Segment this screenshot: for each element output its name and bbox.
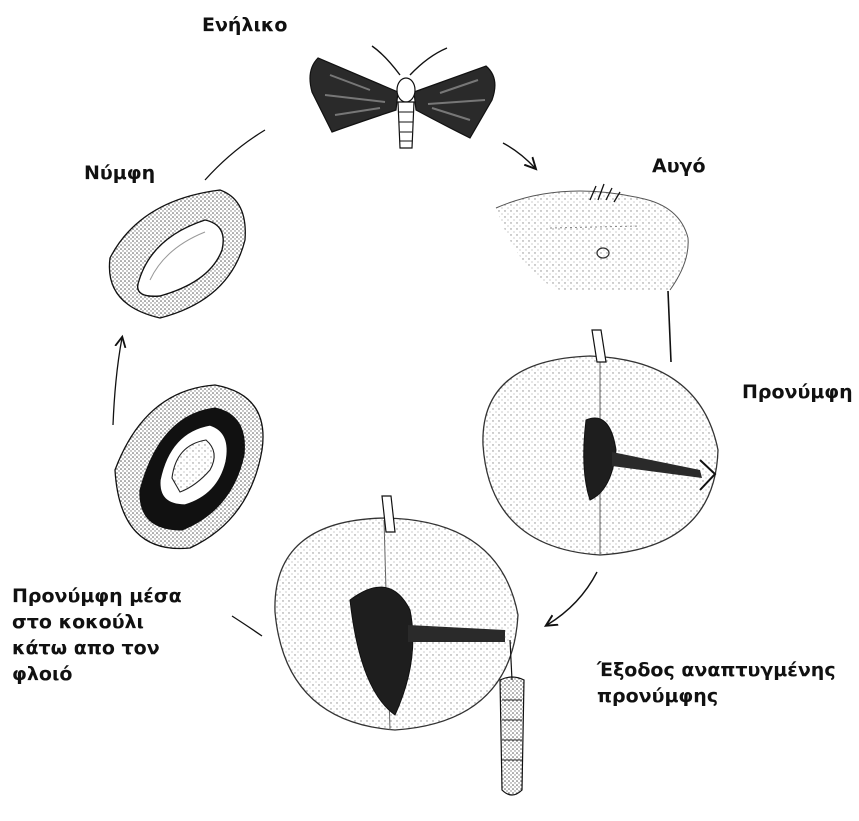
- apple-with-prepupa-drawing: [483, 330, 718, 555]
- apple-exit-drawing: [275, 496, 524, 795]
- cocoon-under-bark-drawing: [115, 385, 263, 549]
- arrow-pupa-to-adult: [205, 130, 265, 180]
- arrow-adult-to-egg: [503, 143, 535, 168]
- label-exit-line-2: προνύμφης: [597, 683, 836, 709]
- label-cocoon-line-3: κάτω απο τον: [12, 635, 182, 661]
- arrow-egg-to-prepupa: [668, 291, 671, 362]
- label-cocoon-line-2: στο κοκούλι: [12, 609, 182, 635]
- label-pupa: Νύμφη: [84, 160, 155, 186]
- label-cocoon-line-1: Προνύμφη μέσα: [12, 583, 182, 609]
- label-prepupa: Προνύμφη: [742, 379, 853, 405]
- egg-on-apple-drawing: [496, 184, 688, 290]
- arrow-cocoon-to-pupa: [113, 338, 122, 425]
- label-adult: Ενήλικο: [202, 12, 287, 38]
- label-prepupa-in-cocoon: Προνύμφη μέσα στο κοκούλι κάτω απο τον φ…: [12, 583, 182, 687]
- label-exit-of-larva: Έξοδος αναπτυγμένης προνύμφης: [597, 657, 836, 709]
- pupa-in-bark-drawing: [109, 190, 245, 318]
- arrow-prepupa-to-exit: [547, 572, 597, 625]
- label-egg: Αυγό: [652, 153, 706, 179]
- arrow-exit-to-cocoon: [232, 616, 262, 636]
- adult-moth-drawing: [310, 46, 495, 148]
- label-cocoon-line-4: φλοιό: [12, 661, 182, 687]
- label-exit-line-1: Έξοδος αναπτυγμένης: [597, 657, 836, 683]
